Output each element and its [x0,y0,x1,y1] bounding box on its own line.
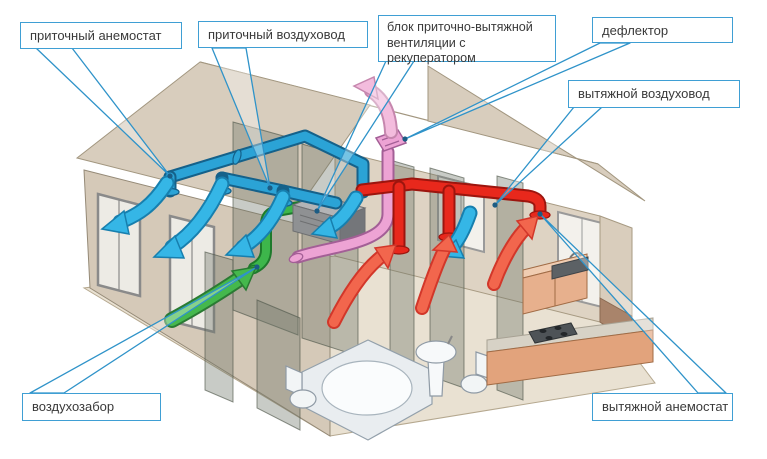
callout-supply-duct: приточный воздуховод [198,21,368,48]
exhaust-air-arrow [327,244,398,329]
kitchen-faucet [569,252,582,259]
kitchen-sink [551,256,589,280]
leader-line [404,42,631,140]
toilet [285,365,317,409]
recuperator-exhaust-duct-pink [288,129,408,264]
callout-exhaust-duct: вытяжной воздуховод [568,80,740,108]
leader-dot [492,202,498,208]
leader-dot [254,264,260,270]
duct-collar [232,149,242,165]
callout-deflector: дефлектор [592,17,733,43]
callout-air-intake: воздухозабор [22,393,161,421]
bathtub [301,339,433,441]
exhaust-air-arrows [327,214,540,329]
exhaust-air-arrow [415,233,459,315]
supply-air-arrow [310,190,364,239]
leader-dot [402,136,408,142]
leader-dot [314,208,320,214]
leader-dot [167,173,173,179]
kitchen-cabinets [522,252,589,315]
leader-dot [537,211,543,217]
leader-dots [167,136,543,270]
partition-wall [204,251,234,403]
leader-line [211,47,271,189]
leader-dot [267,185,273,191]
callout-ahu-recuperator: блок приточно-вытяжной вентиляции с реку… [378,15,556,65]
partition-wall [256,299,301,431]
exhaust-air-arrow [487,214,540,291]
kitchen-island [486,317,654,386]
supply-air-arrow [100,175,175,235]
supply-air-arrow [152,176,230,259]
stove [528,322,578,344]
callout-supply-anemostat: приточный анемостат [20,22,182,49]
callout-exhaust-anemostat: вытяжной анемостат [592,393,733,421]
leader-lines [29,42,727,394]
right-roof-plane [427,65,646,202]
supply-air-arrow [224,189,291,258]
pedestal-sink [415,335,457,397]
supply-air-arrows [100,175,478,259]
